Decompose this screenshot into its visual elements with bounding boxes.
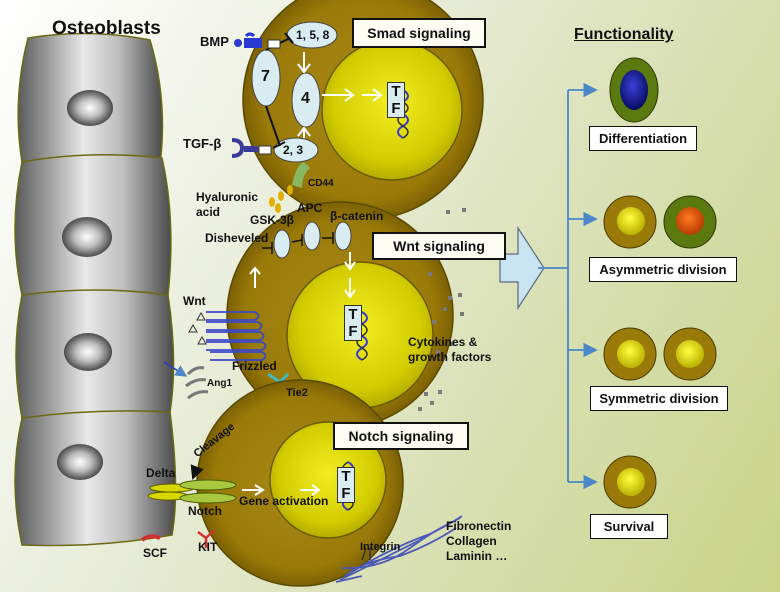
bmp-receptor-icon [234, 32, 262, 48]
node-4-label: 4 [301, 90, 310, 107]
tf-f: F [348, 323, 358, 340]
frizzled-receptor-icon [206, 311, 267, 361]
notch-signaling-title: Notch signaling [333, 422, 469, 450]
gsk-node [273, 229, 291, 259]
symmetric-cell-icon [603, 327, 717, 381]
ang1-arrow [163, 361, 188, 377]
ecm-fibers-icon [335, 515, 463, 583]
frizzled-label: Frizzled [232, 359, 277, 373]
wnt-label: Wnt [183, 294, 206, 308]
hyaluronic-acid-icon [269, 185, 293, 213]
tf-t: T [341, 468, 351, 485]
delta-label: Delta [146, 466, 176, 480]
cytokines-label-2: growth factors [408, 350, 492, 364]
bcatenin-label: β-catenin [330, 209, 384, 223]
apc-node [303, 221, 321, 251]
kit-receptor-icon [197, 529, 215, 548]
ang1-icon [185, 366, 209, 400]
receptor-top-label: 1, 5, 8 [296, 28, 330, 42]
scf-label: SCF [143, 546, 167, 560]
tgf-receptor-icon [231, 138, 258, 158]
cleavage-arrow [190, 464, 204, 480]
outcome-differentiation: Differentiation [589, 126, 697, 151]
ang1-label: Ang1 [207, 378, 232, 389]
tgf-receptor-stub [258, 145, 272, 155]
integrin-receptor-icon [361, 547, 371, 561]
notch-label: Notch [188, 504, 222, 518]
cytokines-label-1: Cytokines & [408, 335, 478, 349]
functionality-header: Functionality [574, 26, 674, 43]
outcome-survival: Survival [590, 514, 668, 539]
differentiation-cell-icon [609, 57, 659, 123]
hyaluronic-label: Hyaluronic [196, 190, 259, 204]
outcome-symmetric-division: Symmetric division [590, 386, 728, 411]
asymmetric-cell-icon [603, 195, 717, 249]
tf-f: F [341, 485, 351, 502]
receptor-bottom-oval [273, 137, 319, 163]
osteoblast-column [14, 32, 177, 547]
node-7-label: 7 [261, 68, 270, 85]
tf-t: T [348, 306, 358, 323]
disheveled-label: Disheveled [205, 231, 269, 245]
osteoblast-nucleus [62, 217, 112, 257]
wnt-signaling-title: Wnt signaling [372, 232, 506, 260]
osteoblasts-header: Osteoblasts [52, 18, 161, 39]
osteoblast-nucleus [64, 333, 112, 371]
receptor-bottom-label: 2, 3 [283, 143, 304, 157]
node-4 [291, 72, 321, 128]
bmp-label: BMP [200, 34, 229, 49]
cd44-label: CD44 [308, 178, 334, 189]
tgf-label: TGF-β [183, 136, 222, 151]
wnt-ligand-icons [188, 311, 207, 345]
kit-label: KIT [198, 540, 218, 554]
bmp-receptor-stub [267, 39, 281, 49]
cd44-receptor-icon [292, 162, 310, 188]
notch-receptor-icon [179, 479, 237, 491]
gsk-label: GSK-3β [250, 213, 294, 227]
functionality-bracket [538, 82, 598, 490]
tf-f: F [391, 100, 401, 117]
tie2-label: Tie2 [286, 387, 308, 399]
osteoblast-nucleus [57, 444, 103, 480]
scf-ligand-icon [140, 534, 161, 542]
big-arrow-icon [499, 225, 545, 311]
gene-activation-label: Gene activation [239, 494, 329, 508]
notch-cell [147, 379, 404, 587]
integrin-label: Integrin [360, 541, 401, 553]
collagen-label: Collagen [446, 534, 497, 548]
osteoblast-cell-icon [14, 410, 177, 547]
outcome-asymmetric-division: Asymmetric division [589, 257, 737, 282]
fibronectin-label: Fibronectin [446, 519, 512, 533]
osteoblast-nucleus [67, 90, 113, 126]
laminin-label: Laminin … [446, 549, 508, 563]
acid-label: acid [196, 205, 221, 219]
apc-label: APC [297, 201, 323, 215]
tf-t: T [391, 83, 401, 100]
survival-cell-icon [603, 455, 657, 509]
notch-receptor-icon [179, 492, 237, 504]
bcatenin-node [334, 221, 352, 251]
cytokine-particles [418, 208, 466, 411]
smad-signaling-title: Smad signaling [352, 18, 486, 48]
